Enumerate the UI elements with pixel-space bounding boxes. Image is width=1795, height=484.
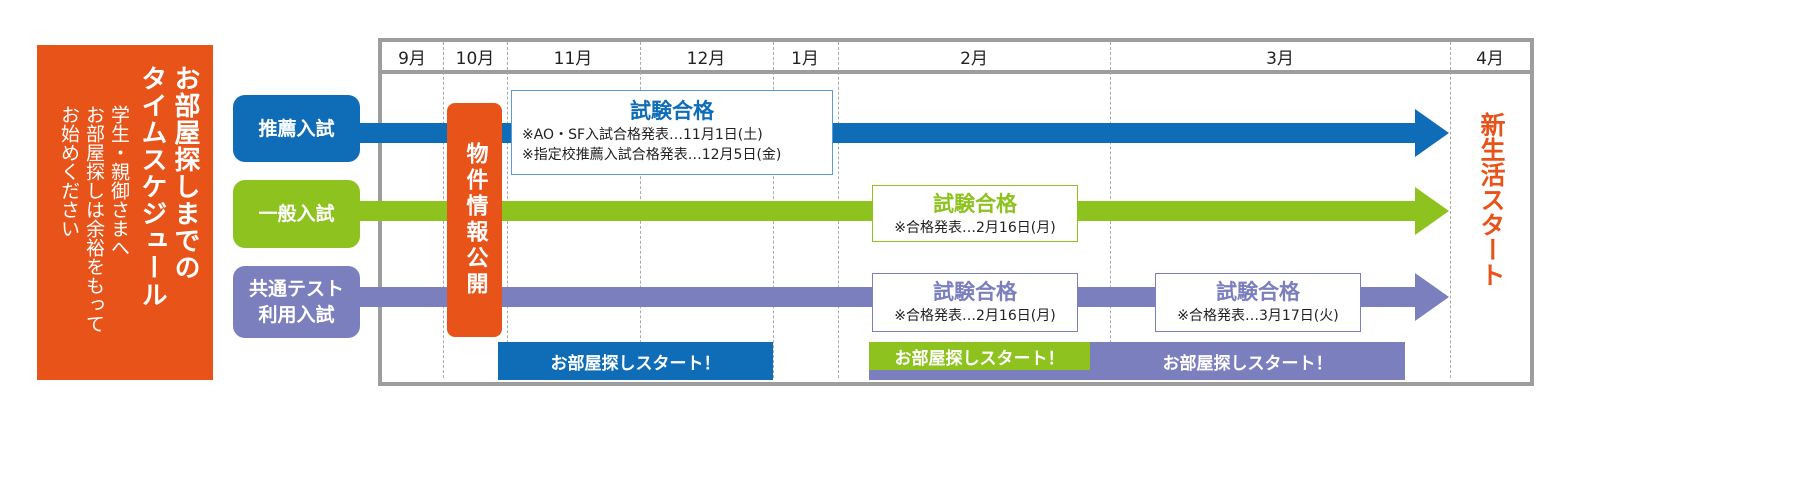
month-divider bbox=[1450, 42, 1451, 378]
search-start-recommendation: お部屋探しスタート！ bbox=[498, 342, 773, 380]
intro-title-line: お部屋探しまでの bbox=[170, 65, 200, 281]
new-life-start: 新生活スタート bbox=[1477, 112, 1506, 287]
month-label: 3月 bbox=[1266, 49, 1294, 69]
month-label: 11月 bbox=[553, 49, 593, 69]
intro-panel: お部屋探しまでのタイムスケジュール 学生・親御さまへお部屋探しは余裕をもってお始… bbox=[37, 45, 213, 380]
label-line: 利用入試 bbox=[258, 304, 335, 326]
row-label-recommendation: 推薦入試 bbox=[233, 95, 360, 162]
pass-note: ※合格発表…2月16日(月) bbox=[894, 220, 1056, 236]
subtitle-line: 学生・親御さまへ bbox=[108, 105, 130, 257]
pass-note: ※AO・SF入試合格発表…11月1日(土) bbox=[522, 127, 763, 143]
intro-title-line: タイムスケジュール bbox=[137, 65, 167, 308]
pass-note: ※合格発表…2月16日(月) bbox=[894, 308, 1056, 324]
subtitle-line: お部屋探しは余裕をもって bbox=[83, 105, 105, 333]
month-label: 1月 bbox=[791, 49, 819, 69]
pass-title: 試験合格 bbox=[933, 192, 1017, 216]
pass-box-general: 試験合格 ※合格発表…2月16日(月) bbox=[872, 185, 1078, 242]
pass-box-common-test-2: 試験合格 ※合格発表…3月17日(火) bbox=[1155, 273, 1361, 332]
arrow-head-icon bbox=[1415, 273, 1449, 321]
intro-subtitle: 学生・親御さまへお部屋探しは余裕をもってお始めください bbox=[56, 105, 131, 333]
month-label: 2月 bbox=[960, 49, 988, 69]
row-label-general: 一般入試 bbox=[233, 180, 360, 248]
month-label: 4月 bbox=[1476, 49, 1504, 69]
pass-box-common-test-1: 試験合格 ※合格発表…2月16日(月) bbox=[872, 273, 1078, 332]
subtitle-line: お始めください bbox=[58, 105, 80, 238]
month-label: 10月 bbox=[455, 49, 495, 69]
pass-title: 試験合格 bbox=[933, 280, 1017, 304]
pass-title: 試験合格 bbox=[1216, 280, 1300, 304]
arrow-head-icon bbox=[1415, 109, 1449, 157]
arrow-head-icon bbox=[1415, 187, 1449, 235]
label-line: 共通テスト bbox=[248, 278, 344, 300]
pass-note: ※指定校推薦入試合格発表…12月5日(金) bbox=[522, 147, 782, 163]
property-info-marker: 物件情報公開 bbox=[447, 103, 502, 337]
intro-title: お部屋探しまでのタイムスケジュール bbox=[135, 65, 201, 308]
pass-title: 試験合格 bbox=[630, 99, 714, 123]
month-label: 9月 bbox=[398, 49, 426, 69]
month-header bbox=[382, 42, 1530, 74]
pass-note: ※合格発表…3月17日(火) bbox=[1177, 308, 1339, 324]
pass-box-recommendation: 試験合格 ※AO・SF入試合格発表…11月1日(土) ※指定校推薦入試合格発表…… bbox=[511, 90, 833, 175]
month-label: 12月 bbox=[686, 49, 726, 69]
search-start-common-test: お部屋探しスタート！ bbox=[1162, 353, 1333, 374]
row-label-common-test: 共通テスト 利用入試 bbox=[233, 266, 360, 338]
search-start-general: お部屋探しスタート！ bbox=[869, 342, 1090, 370]
